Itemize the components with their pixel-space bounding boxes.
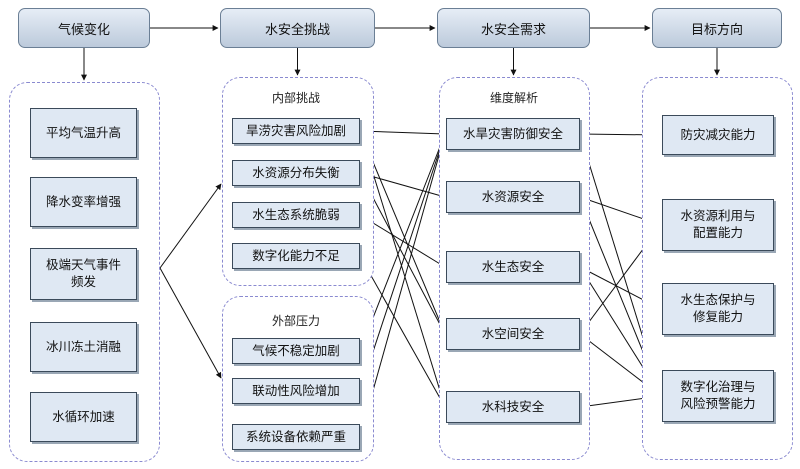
header-climate: 气候变化 — [18, 8, 150, 48]
link-e1-d1 — [359, 133, 446, 352]
demand-box: 水资源安全 — [446, 181, 580, 213]
challenge-box: 气候不稳定加剧 — [232, 338, 360, 364]
goal-box: 水生态保护与 修复能力 — [662, 283, 774, 335]
group-label: 维度解析 — [489, 91, 539, 105]
header-demand: 水安全需求 — [437, 8, 590, 48]
goal-box: 数字化治理与 风险预警能力 — [662, 370, 774, 422]
demand-box: 水空间安全 — [446, 318, 580, 350]
climate-factor-box: 极端天气事件 频发 — [30, 248, 137, 300]
demand-box: 水生态安全 — [446, 251, 580, 283]
demand-box: 水科技安全 — [446, 391, 580, 423]
challenge-box: 系统设备依赖严重 — [232, 424, 360, 450]
challenge-box: 数字化能力不足 — [232, 243, 360, 269]
header-challenge: 水安全挑战 — [220, 8, 375, 48]
challenge-box: 水生态系统脆弱 — [232, 202, 360, 228]
link-e3-d1 — [359, 133, 447, 438]
header-goal: 目标方向 — [652, 8, 782, 48]
link-i4-d5 — [359, 255, 446, 408]
climate-factor-box: 冰川冻土消融 — [30, 322, 137, 372]
challenge-box: 旱涝灾害风险加剧 — [232, 118, 360, 144]
group-label: 外部压力 — [271, 314, 321, 328]
link-i2-d2 — [359, 172, 446, 199]
link-i1-d1 — [359, 130, 446, 137]
climate-factor-box: 平均气温升高 — [30, 108, 137, 158]
link-e2-d1 — [359, 133, 447, 392]
link-i3-d3 — [359, 214, 446, 268]
link-i1-d4 — [359, 130, 446, 335]
challenge-box: 联动性风险增加 — [232, 378, 360, 404]
climate-factor-box: 降水变率增强 — [30, 177, 137, 227]
climate-to-external-arrow — [159, 267, 222, 379]
demand-box: 水旱灾害防御安全 — [446, 118, 580, 150]
climate-factor-box: 水循环加速 — [30, 392, 137, 442]
challenge-box: 水资源分布失衡 — [232, 160, 360, 186]
climate-to-internal-arrow — [159, 183, 222, 269]
goal-box: 防灾减灾能力 — [662, 115, 774, 155]
link-i2-d4 — [359, 172, 446, 335]
goal-box: 水资源利用与 配置能力 — [662, 199, 774, 251]
group-label: 内部挑战 — [271, 91, 321, 105]
